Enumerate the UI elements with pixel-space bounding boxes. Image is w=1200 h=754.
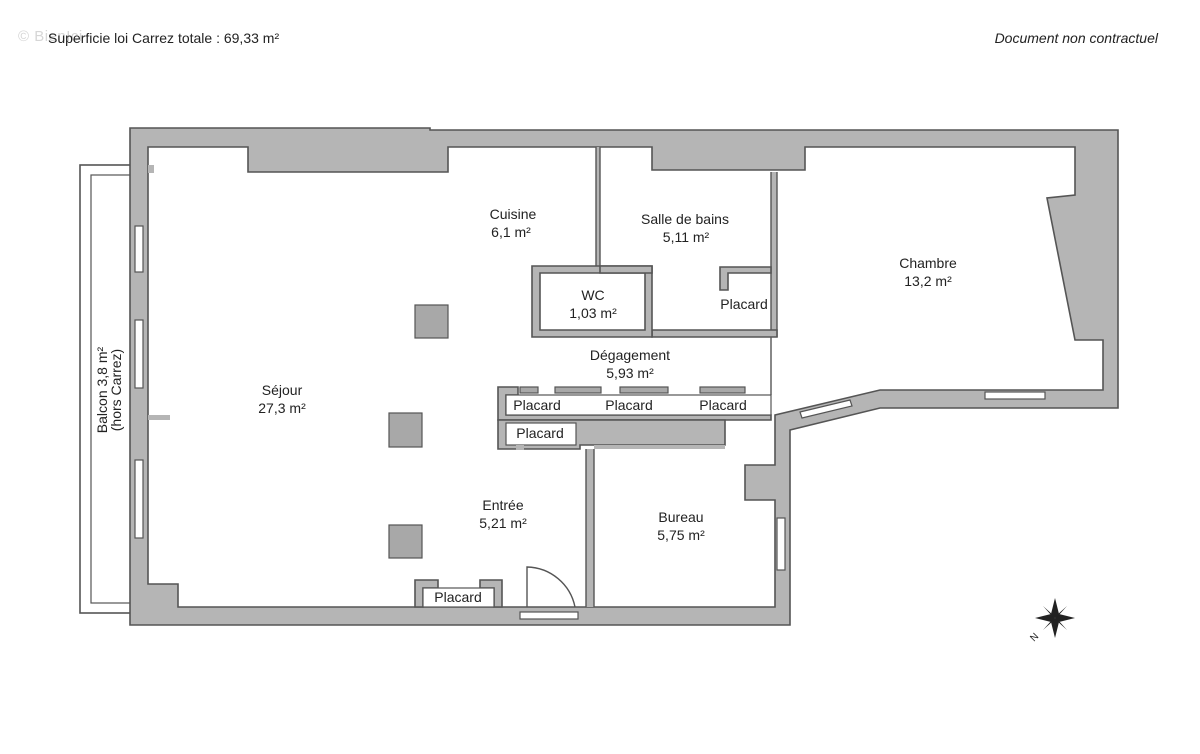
window-left-3 [134,459,144,539]
disclaimer-label: Document non contractuel [994,30,1158,46]
wall-placard-bottom [651,329,778,338]
placard-label-corridor: Placard [516,425,563,441]
wall-bath-right [771,172,777,337]
wall-kitchen-bath [596,147,600,267]
room-entree-area: 5,21 m² [479,515,527,531]
window-chambre-1 [984,391,1046,400]
placard-door-1 [554,386,602,394]
placard-label-entry: Placard [434,589,481,605]
watermark: © BienIci [18,28,83,45]
room-bureau-area: 5,75 m² [657,527,705,543]
room-cuisine-name: Cuisine [490,206,537,222]
entry-door-arc [526,566,576,608]
room-wc-name: WC [581,287,604,303]
room-chambre-area: 13,2 m² [904,273,952,289]
placard-door-3 [699,386,746,394]
wall-stub-1 [148,415,170,420]
window-entry [519,611,579,620]
room-wc-area: 1,03 m² [569,305,617,321]
pillar-2 [388,412,423,448]
placard-label-bath: Placard [720,296,767,312]
window-bureau [776,517,786,571]
compass-icon [1035,598,1075,638]
placard-door-4 [519,386,539,394]
pillar-1 [414,304,449,339]
placard-label-row-3: Placard [699,397,746,413]
wall-bureau-top [594,445,725,449]
room-sdb-area: 5,11 m² [663,229,710,245]
interior-floor [147,146,1104,608]
window-left-2 [134,319,144,389]
room-degagement-name: Dégagement [590,347,670,363]
room-balcon-name: Balcon 3,8 m² [94,346,110,433]
placard-label-row-2: Placard [605,397,652,413]
room-entree-name: Entrée [482,497,523,513]
placard-entry-box [505,422,577,446]
wall-corridor-stub [516,445,524,450]
placard-row-box [505,394,772,416]
compass-north-label: N [1028,631,1041,644]
balcony-inner [90,174,132,604]
window-left-1 [134,225,144,273]
room-degagement-area: 5,93 m² [606,365,654,381]
room-sdb-name: Salle de bains [641,211,729,227]
placard-door-2 [619,386,669,394]
room-balcon-note: (hors Carrez) [108,349,124,431]
room-bureau-name: Bureau [658,509,703,525]
placard-entry-bottom [422,587,495,608]
pillar-3 [388,524,423,559]
placard-label-row-1: Placard [513,397,560,413]
room-chambre-name: Chambre [899,255,957,271]
wall-bureau-left [586,449,594,607]
wall-wc-to-bath [599,265,653,274]
room-sejour-name: Séjour [262,382,303,398]
room-sejour-area: 27,3 m² [258,400,306,416]
wall-bath-placard [719,266,772,291]
total-surface-label: Superficie loi Carrez totale : 69,33 m² [48,30,280,46]
room-cuisine-area: 6,1 m² [491,224,531,240]
window-chambre-2 [799,399,853,419]
wall-stub-2 [148,165,154,173]
